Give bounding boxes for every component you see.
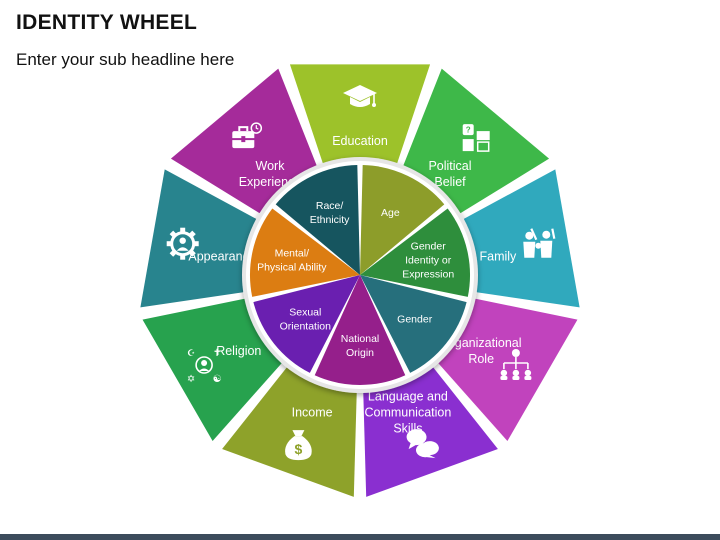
org-chart-icon	[500, 349, 532, 380]
inner-segment-label: Sexual	[289, 307, 321, 319]
outer-segment-shape	[142, 298, 282, 442]
money-bag-icon: $	[285, 430, 312, 461]
outer-segment-label: Political	[428, 159, 471, 173]
religion-icon: ☪ ✝ ✡ ☯	[187, 348, 222, 385]
inner-segment-label: Identity or	[405, 254, 452, 266]
outer-segment-label: Appearance	[188, 250, 255, 264]
inner-segment-label: Age	[381, 207, 400, 219]
graduation-cap-icon	[343, 85, 377, 107]
page-subtitle: Enter your sub headline here	[16, 50, 235, 69]
inner-segment-label: Origin	[346, 347, 374, 359]
outer-segment-label: Education	[332, 134, 388, 148]
outer-segment-label: Family	[479, 250, 517, 264]
outer-segment-label: Belief	[434, 175, 466, 189]
outer-ring: Education? PoliticalBeliefFamilyOrganizat…	[140, 64, 580, 497]
outer-segment-shape	[140, 169, 257, 308]
inner-segment-mental-physical-ability: Mental/Physical Ability	[249, 208, 360, 297]
outer-segment-label: Income	[292, 406, 333, 420]
outer-segment-shape	[463, 169, 580, 308]
political-belief-icon: ?	[462, 124, 490, 152]
inner-segment-label: Race/	[316, 200, 344, 212]
outer-segment-label: Language and	[368, 390, 448, 404]
appearance-gear-icon	[166, 227, 199, 260]
inner-segment-label: Expression	[402, 268, 454, 280]
svg-text:✡: ✡	[187, 374, 195, 385]
inner-segment-label: Physical Ability	[257, 261, 327, 273]
inner-segment-age: Age	[360, 165, 445, 275]
page-title: IDENTITY WHEEL	[16, 11, 198, 34]
outer-segment-appearance: Appearance	[140, 169, 257, 308]
outer-segment-shape	[403, 68, 550, 214]
inner-segment-label: Ethnicity	[310, 214, 350, 226]
inner-segment-label: Mental/	[275, 247, 310, 259]
outer-segment-label: Organizational	[441, 336, 522, 350]
outer-segment-family: Family	[463, 169, 580, 308]
svg-text:$: $	[295, 441, 303, 457]
outer-segment-income: $ Income	[222, 367, 357, 497]
outer-segment-label: Religion	[216, 344, 261, 358]
speech-bubbles-icon	[406, 429, 439, 459]
outer-segment-education: Education	[289, 64, 431, 164]
family-icon	[523, 228, 556, 258]
inner-segment-shape	[275, 165, 360, 275]
outer-segment-religion: ☪ ✝ ✡ ☯ Religion	[142, 298, 282, 442]
svg-text:☯: ☯	[213, 374, 222, 385]
outer-segment-shape	[363, 367, 498, 497]
inner-segment-gender: Gender	[360, 275, 467, 373]
footer-bar	[0, 534, 720, 540]
inner-segment-label: Gender	[411, 240, 447, 252]
svg-text:✝: ✝	[213, 348, 221, 359]
inner-segment-shape	[360, 165, 445, 275]
outer-segment-label: Role	[468, 352, 494, 366]
outer-segment-shape	[222, 367, 357, 497]
inner-segment-shape	[249, 208, 360, 297]
svg-text:☪: ☪	[187, 348, 195, 358]
outer-segment-label: Communication	[364, 406, 451, 420]
outer-segment-shape	[289, 64, 431, 164]
svg-text:?: ?	[466, 126, 471, 135]
inner-segment-shape	[360, 275, 467, 373]
inner-segment-shape	[360, 208, 470, 297]
inner-segment-shape	[314, 275, 406, 385]
inner-segment-shape	[253, 275, 360, 373]
outer-segment-label: Work	[256, 159, 286, 173]
inner-segment-label: Gender	[397, 314, 433, 326]
briefcase-icon	[231, 122, 263, 149]
inner-segment-race-ethnicity: Race/Ethnicity	[275, 165, 360, 275]
inner-segment-label: National	[341, 333, 380, 345]
outer-segment-label: Skills	[393, 422, 422, 436]
outer-segment-shape	[438, 298, 578, 442]
inner-segment-label: Orientation	[280, 321, 332, 333]
